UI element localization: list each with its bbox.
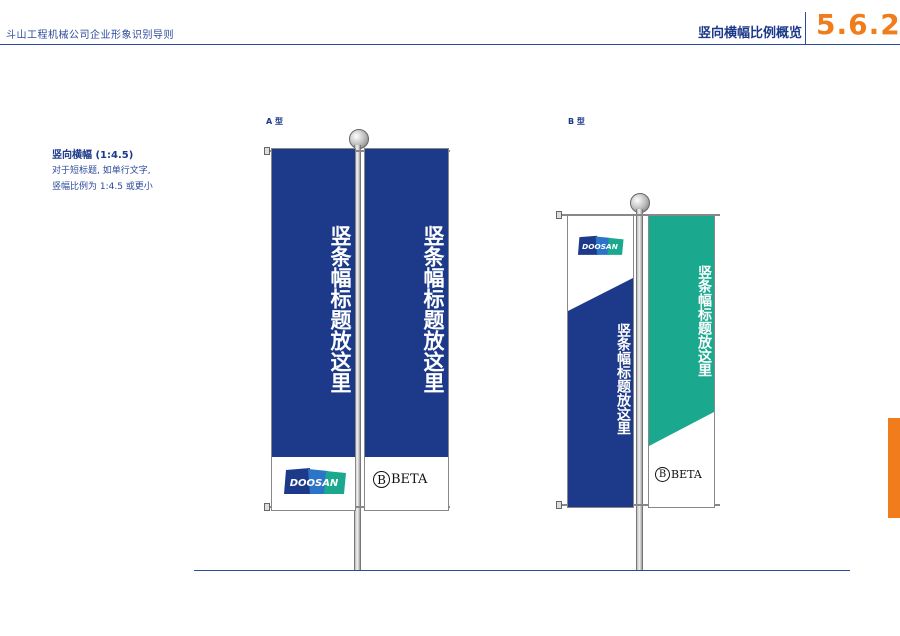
banner-b-left-field [568,278,633,507]
ground-line [194,570,850,571]
banner-b-left: DOOSAN 竖条幅标题放这里 [567,215,634,508]
doosan-wordmark: DOOSAN [290,478,339,489]
banner-a-right: 竖条幅标题放这里 B BETA [364,148,449,511]
description-title: 竖向横幅 (1:4.5) [52,150,134,161]
banner-b-right: 竖条幅标题放这里 B BETA [648,215,715,508]
description-line-1: 对于短标题, 如单行文字, [52,166,151,176]
banner-a-left-field [272,149,355,457]
pole-b [636,209,643,570]
banner-a-right-field [365,149,448,457]
side-tab-marker [888,418,900,518]
doosan-logo: DOOSAN [280,468,348,500]
beta-logo: B BETA [373,471,427,488]
banner-a-left: 竖条幅标题放这里 DOOSAN [271,148,356,511]
type-b-label: B 型 [568,117,585,126]
description-line-2: 竖幅比例为 1:4.5 或更小 [52,182,153,192]
banner-b-right-field [649,216,714,446]
beta-initial-b: B [655,467,670,482]
bottom-bracket-b [556,501,720,509]
page-title: 竖向横幅比例概览 [698,26,803,41]
section-number: 5.6.2 [816,8,900,41]
bottom-bracket-a [264,503,450,511]
banner-a-right-title: 竖条幅标题放这里 [421,225,445,393]
top-bracket-b [556,211,720,219]
beta-logo-b: B BETA [655,467,702,482]
banner-a-left-title: 竖条幅标题放这里 [328,225,352,393]
beta-initial: B [373,471,390,488]
doosan-wordmark-b: DOOSAN [582,242,618,251]
type-a-label: A 型 [266,117,283,126]
top-bracket-a [264,147,450,155]
header-separator [805,12,806,44]
beta-wordmark-b: BETA [671,468,702,481]
banner-b-left-title: 竖条幅标题放这里 [615,322,631,435]
header-divider [0,44,900,45]
banner-b-right-title: 竖条幅标题放这里 [696,264,712,377]
doosan-logo-b: DOOSAN [575,235,625,261]
company-guide-title: 斗山工程机械公司企业形象识别导则 [6,30,174,41]
beta-wordmark: BETA [391,472,428,487]
